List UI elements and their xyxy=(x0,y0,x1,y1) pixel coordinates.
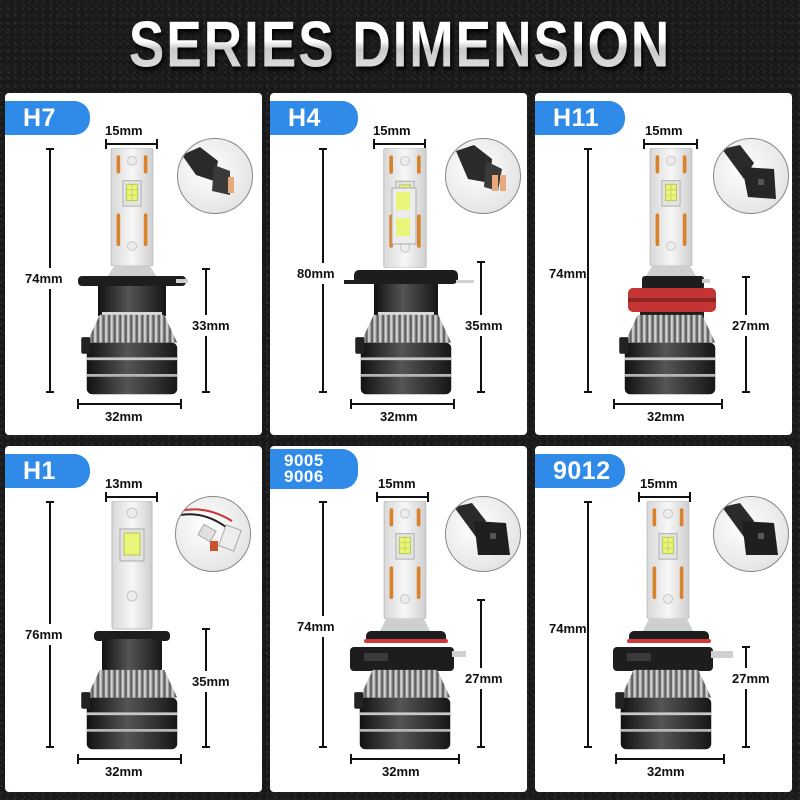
page-title: SERIES DIMENSION xyxy=(32,6,768,84)
model-badge: H4 xyxy=(270,101,358,135)
led-bulb-image xyxy=(344,148,474,395)
model-label: H11 xyxy=(553,103,599,132)
base-height-label: 35mm xyxy=(465,315,503,336)
model-label-line-2: 9006 xyxy=(284,467,324,486)
top-width-label: 15mm xyxy=(640,476,678,491)
led-bulb-image xyxy=(81,501,178,750)
top-width-line xyxy=(643,139,698,149)
base-width-label: 32mm xyxy=(380,409,418,424)
total-height-label: 80mm xyxy=(297,263,335,284)
base-height-label: 35mm xyxy=(192,671,230,692)
top-width-line xyxy=(105,492,158,502)
base-width-line xyxy=(613,399,723,409)
total-height-line xyxy=(584,501,592,748)
h7-connector-icon xyxy=(177,138,253,214)
model-label: H1 xyxy=(23,456,56,485)
top-width-label: 15mm xyxy=(378,476,416,491)
model-badge: H1 xyxy=(5,454,90,488)
total-height-label: 74mm xyxy=(549,263,587,284)
top-width-label: 15mm xyxy=(645,123,683,138)
base-width-line xyxy=(350,754,460,764)
base-width-label: 32mm xyxy=(647,409,685,424)
bulb-card-9012: 9012 15mm 74mm 27mm 32mm xyxy=(535,446,792,792)
model-badge: 9005 9006 xyxy=(270,449,358,489)
top-width-line xyxy=(373,139,426,149)
led-bulb-image xyxy=(78,148,188,395)
total-height-line xyxy=(584,148,592,393)
h1-wire-connector-icon xyxy=(175,496,251,572)
base-width-label: 32mm xyxy=(382,764,420,779)
base-width-line xyxy=(350,399,455,409)
top-width-label: 15mm xyxy=(105,123,143,138)
model-badge: H7 xyxy=(5,101,90,135)
top-width-label: 13mm xyxy=(105,476,143,491)
9012-connector-icon xyxy=(713,496,789,572)
base-width-line xyxy=(77,754,182,764)
base-width-line xyxy=(615,754,725,764)
top-width-label: 15mm xyxy=(373,123,411,138)
base-width-label: 32mm xyxy=(105,409,143,424)
model-label: H4 xyxy=(288,103,321,132)
bulb-card-h7: H7 15mm 74mm 33mm 32mm xyxy=(5,93,262,435)
top-width-line xyxy=(105,139,158,149)
base-height-label: 27mm xyxy=(732,315,770,336)
h11-connector-icon xyxy=(713,138,789,214)
base-width-label: 32mm xyxy=(647,764,685,779)
base-width-line xyxy=(77,399,182,409)
base-height-line xyxy=(742,646,750,748)
total-height-label: 74mm xyxy=(297,616,335,637)
bulb-card-h11: H11 15mm 74mm 27mm 32mm xyxy=(535,93,792,435)
led-bulb-image xyxy=(350,501,466,750)
9005-connector-icon xyxy=(445,496,521,572)
bulb-card-h1: H1 13mm 76mm 35mm 32mm xyxy=(5,446,262,792)
top-width-line xyxy=(638,492,691,502)
model-label: 9012 xyxy=(553,456,611,485)
base-width-label: 32mm xyxy=(105,764,143,779)
total-height-label: 76mm xyxy=(25,624,63,645)
total-height-label: 74mm xyxy=(25,268,63,289)
base-height-label: 33mm xyxy=(192,315,230,336)
model-badge: 9012 xyxy=(535,454,625,488)
model-label: H7 xyxy=(23,103,56,132)
base-height-label: 27mm xyxy=(465,668,503,689)
model-label-line-1: 9005 xyxy=(284,451,324,470)
h4-connector-icon xyxy=(445,138,521,214)
base-height-label: 27mm xyxy=(732,668,770,689)
bulb-card-h4: H4 15mm 80mm 35mm 32mm xyxy=(270,93,527,435)
led-bulb-image xyxy=(619,148,716,395)
top-width-line xyxy=(376,492,429,502)
model-badge: H11 xyxy=(535,101,625,135)
total-height-label: 74mm xyxy=(549,618,587,639)
bulb-card-9005-9006: 9005 9006 15mm 74mm 27mm 32mm xyxy=(270,446,527,792)
led-bulb-image xyxy=(613,501,733,750)
